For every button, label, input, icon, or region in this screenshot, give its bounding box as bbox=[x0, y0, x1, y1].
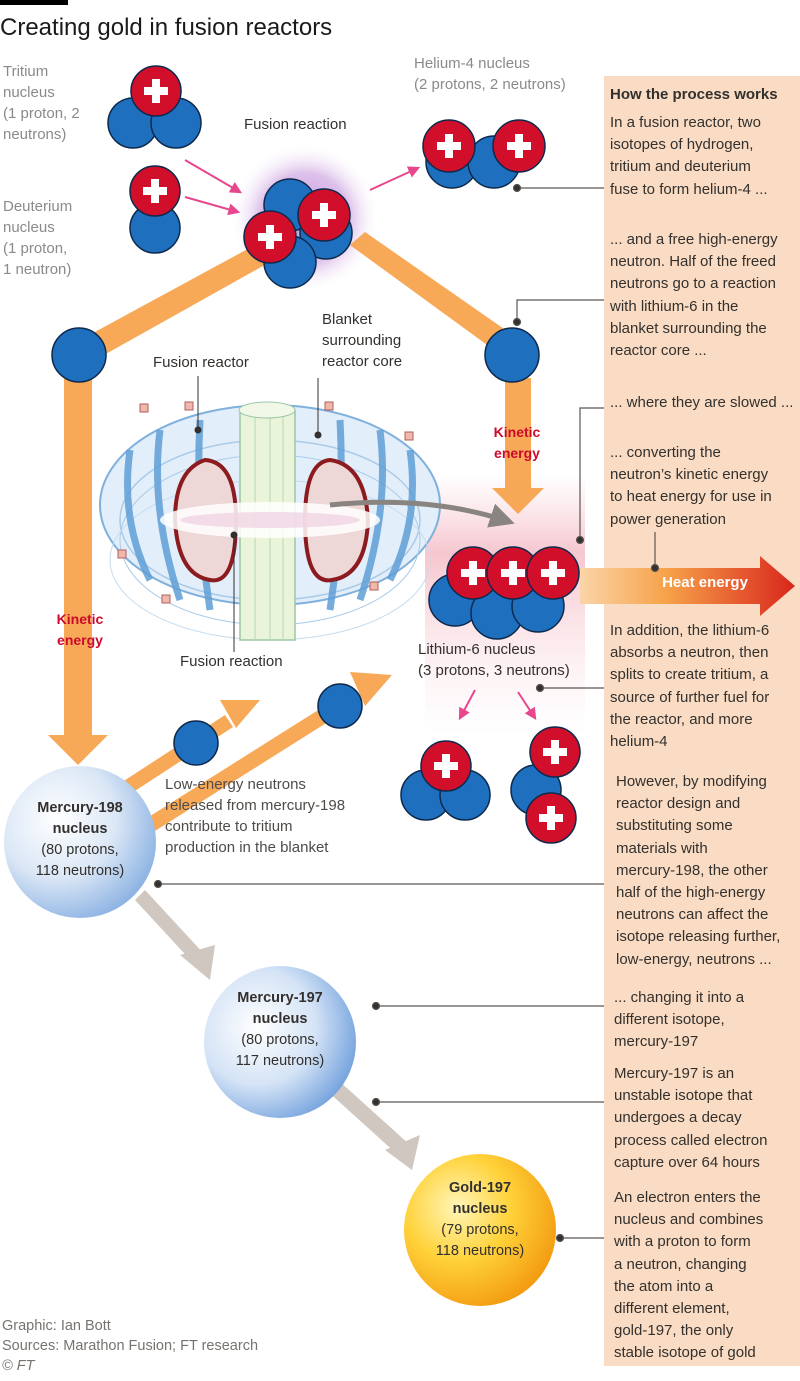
decay-arrows bbox=[135, 890, 420, 1170]
mercury-197-label: Mercury-197 nucleus (80 protons, 117 neu… bbox=[235, 990, 325, 1069]
page-title: Creating gold in fusion reactors bbox=[0, 14, 333, 41]
panel-heading: How the process works bbox=[610, 86, 778, 103]
heat-energy-arrow bbox=[580, 556, 795, 616]
fusion-reaction-bottom-label: Fusion reaction bbox=[180, 653, 283, 670]
footer-graphic-credit: Graphic: Ian Bott bbox=[2, 1318, 111, 1334]
blanket-label: Blanket surrounding reactor core bbox=[322, 311, 403, 370]
low-energy-neutrons-label: Low-energy neutrons released from mercur… bbox=[165, 776, 346, 856]
fusion-reaction-label: Fusion reaction bbox=[244, 116, 347, 133]
fusion-reactor-label: Fusion reactor bbox=[153, 354, 249, 371]
tritium-label: Tritium nucleus (1 proton, 2 neutrons) bbox=[3, 63, 80, 143]
gold-197-sphere bbox=[404, 1154, 556, 1306]
footer-sources: Sources: Marathon Fusion; FT research bbox=[2, 1338, 259, 1354]
deuterium-label: Deuterium nucleus (1 proton, 1 neutron) bbox=[3, 198, 73, 278]
panel-step-3: ... where they are slowed ... bbox=[610, 394, 794, 411]
fusion-reactor-illustration bbox=[99, 401, 515, 641]
mercury-197-sphere bbox=[204, 966, 356, 1118]
kinetic-energy-left: Kinetic energy bbox=[56, 611, 104, 648]
helium-label: Helium-4 nucleus (2 protons, 2 neutrons) bbox=[414, 55, 566, 93]
mercury-198-label: Mercury-198 nucleus (80 protons, 118 neu… bbox=[35, 800, 125, 879]
lithium-label: Lithium-6 nucleus (3 protons, 3 neutrons… bbox=[418, 641, 570, 679]
heat-energy-label: Heat energy bbox=[662, 574, 748, 591]
explanation-panel bbox=[604, 76, 800, 1366]
neutron-paths bbox=[48, 232, 544, 848]
proton-crosses bbox=[143, 79, 567, 830]
gold-197-label: Gold-197 nucleus (79 protons, 118 neutro… bbox=[435, 1180, 525, 1259]
header-rule bbox=[0, 0, 68, 5]
mercury-198-sphere bbox=[4, 766, 156, 918]
footer-copyright: © FT bbox=[2, 1358, 35, 1374]
kinetic-energy-right: Kinetic energy bbox=[493, 424, 541, 461]
